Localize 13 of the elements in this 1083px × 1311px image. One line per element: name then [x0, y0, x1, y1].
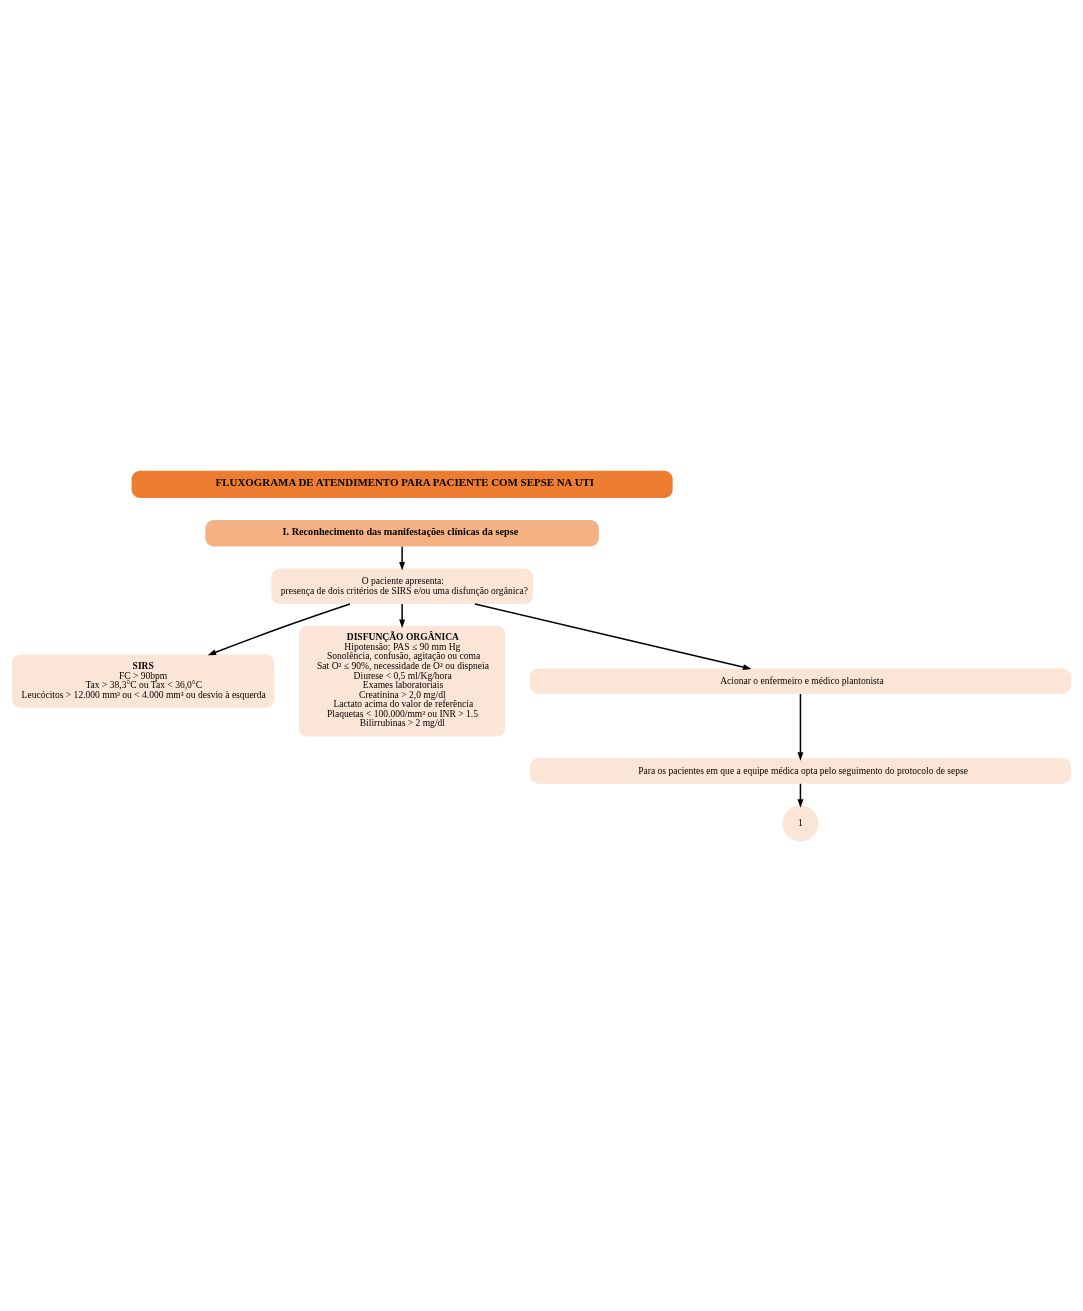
node-box: O paciente apresenta: presença de dois critérios de SIRS e/ou uma disfunção orgânica? [271, 567, 533, 604]
node-box: I. Reconhecimento das manifestações clínicas da sepse [205, 519, 599, 547]
node-box: SIRS FC > 90bpm Tax > 38,3°C ou Tax < 36,0°C Leucócitos > 12.000 mm³ ou < 4.000 mm³ ou desvio à esquerda [12, 654, 275, 708]
arrow [474, 602, 752, 670]
node-box: Para os pacientes em que a equipe médica opta pelo seguimento do protocolo de sepse [529, 757, 1071, 784]
arrow [797, 692, 804, 761]
node-box: Acionar o enfermeiro e médico plantonista [529, 668, 1071, 694]
node-box: FLUXOGRAMA DE ATENDIMENTO PARA PACIENTE COM SEPSE NA UTI [131, 470, 673, 498]
node-box: DISFUNÇÃO ORGÂNICA Hipotensão: PAS ≤ 90 mm Hg Sonolência, confusão, agitação ou coma Sat O² ≤ 90%, necessidade de O² ou dispneia Diurese < 0,5 ml/Kg/hora Exames laboratoriais Creatinina > 2,0 mg/dl Lactato acima do valor de referência Plaquetas < 100.000/mm³ ou INR > 1.5 Bilirrubinas > 2 mg/dl [298, 625, 506, 736]
arrow [399, 602, 406, 628]
arrow [207, 602, 351, 655]
arrow [399, 545, 406, 570]
node-circle: 1 [782, 804, 819, 841]
